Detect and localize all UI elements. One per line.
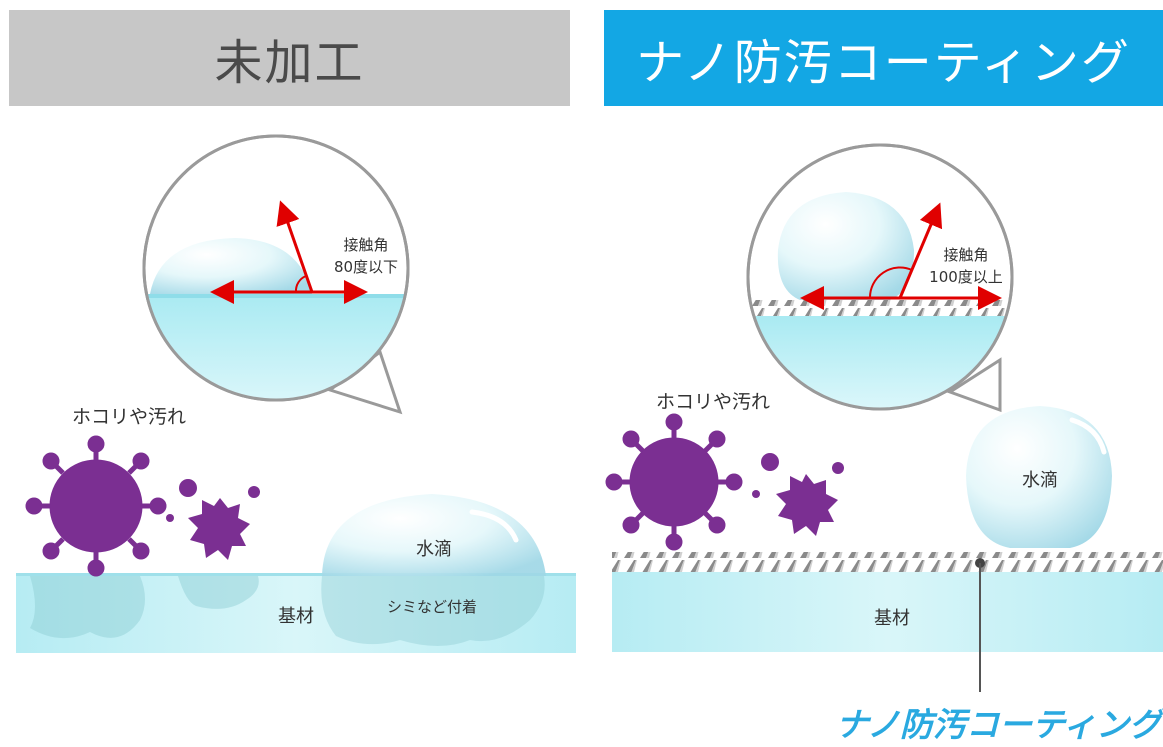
left-contact-angle-label: 接触角 [343, 236, 388, 254]
right-virus-particle [605, 413, 743, 551]
right-substrate-label: 基材 [874, 608, 910, 629]
left-zoom-bubble: 接触角 80度以下 [142, 134, 410, 415]
left-substrate-label: 基材 [278, 606, 314, 627]
right-dirt-particles [605, 413, 844, 551]
right-contact-angle-value: 100度以上 [929, 268, 1003, 286]
left-dirt-label: ホコリや汚れ [72, 406, 186, 428]
right-dust-particle [776, 474, 838, 536]
left-substrate: 基材 シミなど付着 [16, 573, 576, 653]
right-panel-title: ナノ防汚コーティング [604, 10, 1163, 106]
nano-coating-layer [612, 552, 1163, 572]
left-dirt-particles [25, 435, 260, 577]
left-panel-title: 未加工 [9, 10, 570, 106]
left-contact-angle-value: 80度以下 [334, 258, 398, 276]
right-zoom-bubble: 接触角 100度以上 [746, 143, 1014, 413]
left-dust-particle [188, 498, 250, 560]
stain-label: シミなど付着 [387, 598, 477, 616]
left-virus-particle [25, 435, 167, 577]
left-water-droplet: 水滴 [322, 494, 546, 576]
coating-callout-label: ナノ防汚コーティング [836, 705, 1163, 744]
right-droplet-label: 水滴 [1022, 470, 1058, 491]
right-dirt-label: ホコリや汚れ [656, 391, 770, 413]
right-contact-angle-label: 接触角 [943, 246, 988, 264]
right-water-droplet: 水滴 [966, 406, 1112, 548]
right-substrate: 基材 [612, 552, 1163, 652]
left-droplet-label: 水滴 [416, 539, 452, 560]
coating-callout: ナノ防汚コーティング [835, 558, 1163, 745]
